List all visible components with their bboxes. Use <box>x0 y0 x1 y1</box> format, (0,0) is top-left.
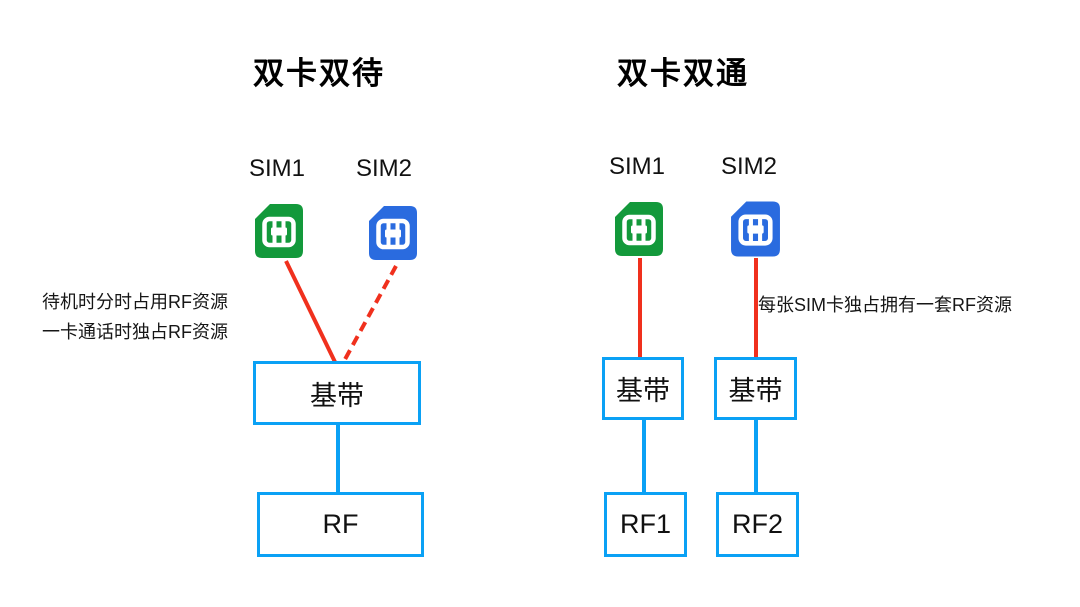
left-sim2-label: SIM2 <box>356 155 413 182</box>
right-sim1-label: SIM1 <box>609 153 666 180</box>
right-rf1-box: RF1 <box>604 492 687 557</box>
right-baseband2-label: 基带 <box>728 376 783 406</box>
left-sim1-to-baseband-line <box>284 260 337 363</box>
left-sim2-card-icon <box>369 206 417 260</box>
left-note: 待机时分时占用RF资源 一卡通话时独占RF资源 <box>42 287 228 347</box>
left-baseband-label: 基带 <box>310 380 364 411</box>
right-sim2-label: SIM2 <box>721 153 778 180</box>
left-rf-box: RF <box>257 492 424 557</box>
right-rf2-label: RF2 <box>731 509 783 539</box>
left-sim1-label: SIM1 <box>249 155 306 182</box>
right-sim2-card-icon <box>731 201 780 257</box>
left-baseband-box: 基带 <box>253 361 421 425</box>
right-baseband2-box: 基带 <box>714 357 797 420</box>
left-note-line1: 待机时分时占用RF资源 <box>42 292 228 312</box>
right-diagram-title: 双卡双通 <box>617 56 749 91</box>
right-rf1-label: RF1 <box>619 509 671 539</box>
right-baseband1-box: 基带 <box>602 357 684 420</box>
left-sim1-card-icon <box>255 204 303 258</box>
left-sim2-to-baseband-line <box>341 265 398 364</box>
left-note-line2: 一卡通话时独占RF资源 <box>42 322 228 342</box>
right-sim1-card-icon <box>615 202 663 256</box>
left-rf-label: RF <box>322 509 359 539</box>
right-baseband1-label: 基带 <box>616 376 670 406</box>
left-diagram-title: 双卡双待 <box>253 56 385 91</box>
right-note: 每张SIM卡独占拥有一套RF资源 <box>758 295 1012 315</box>
right-rf2-box: RF2 <box>716 492 799 557</box>
